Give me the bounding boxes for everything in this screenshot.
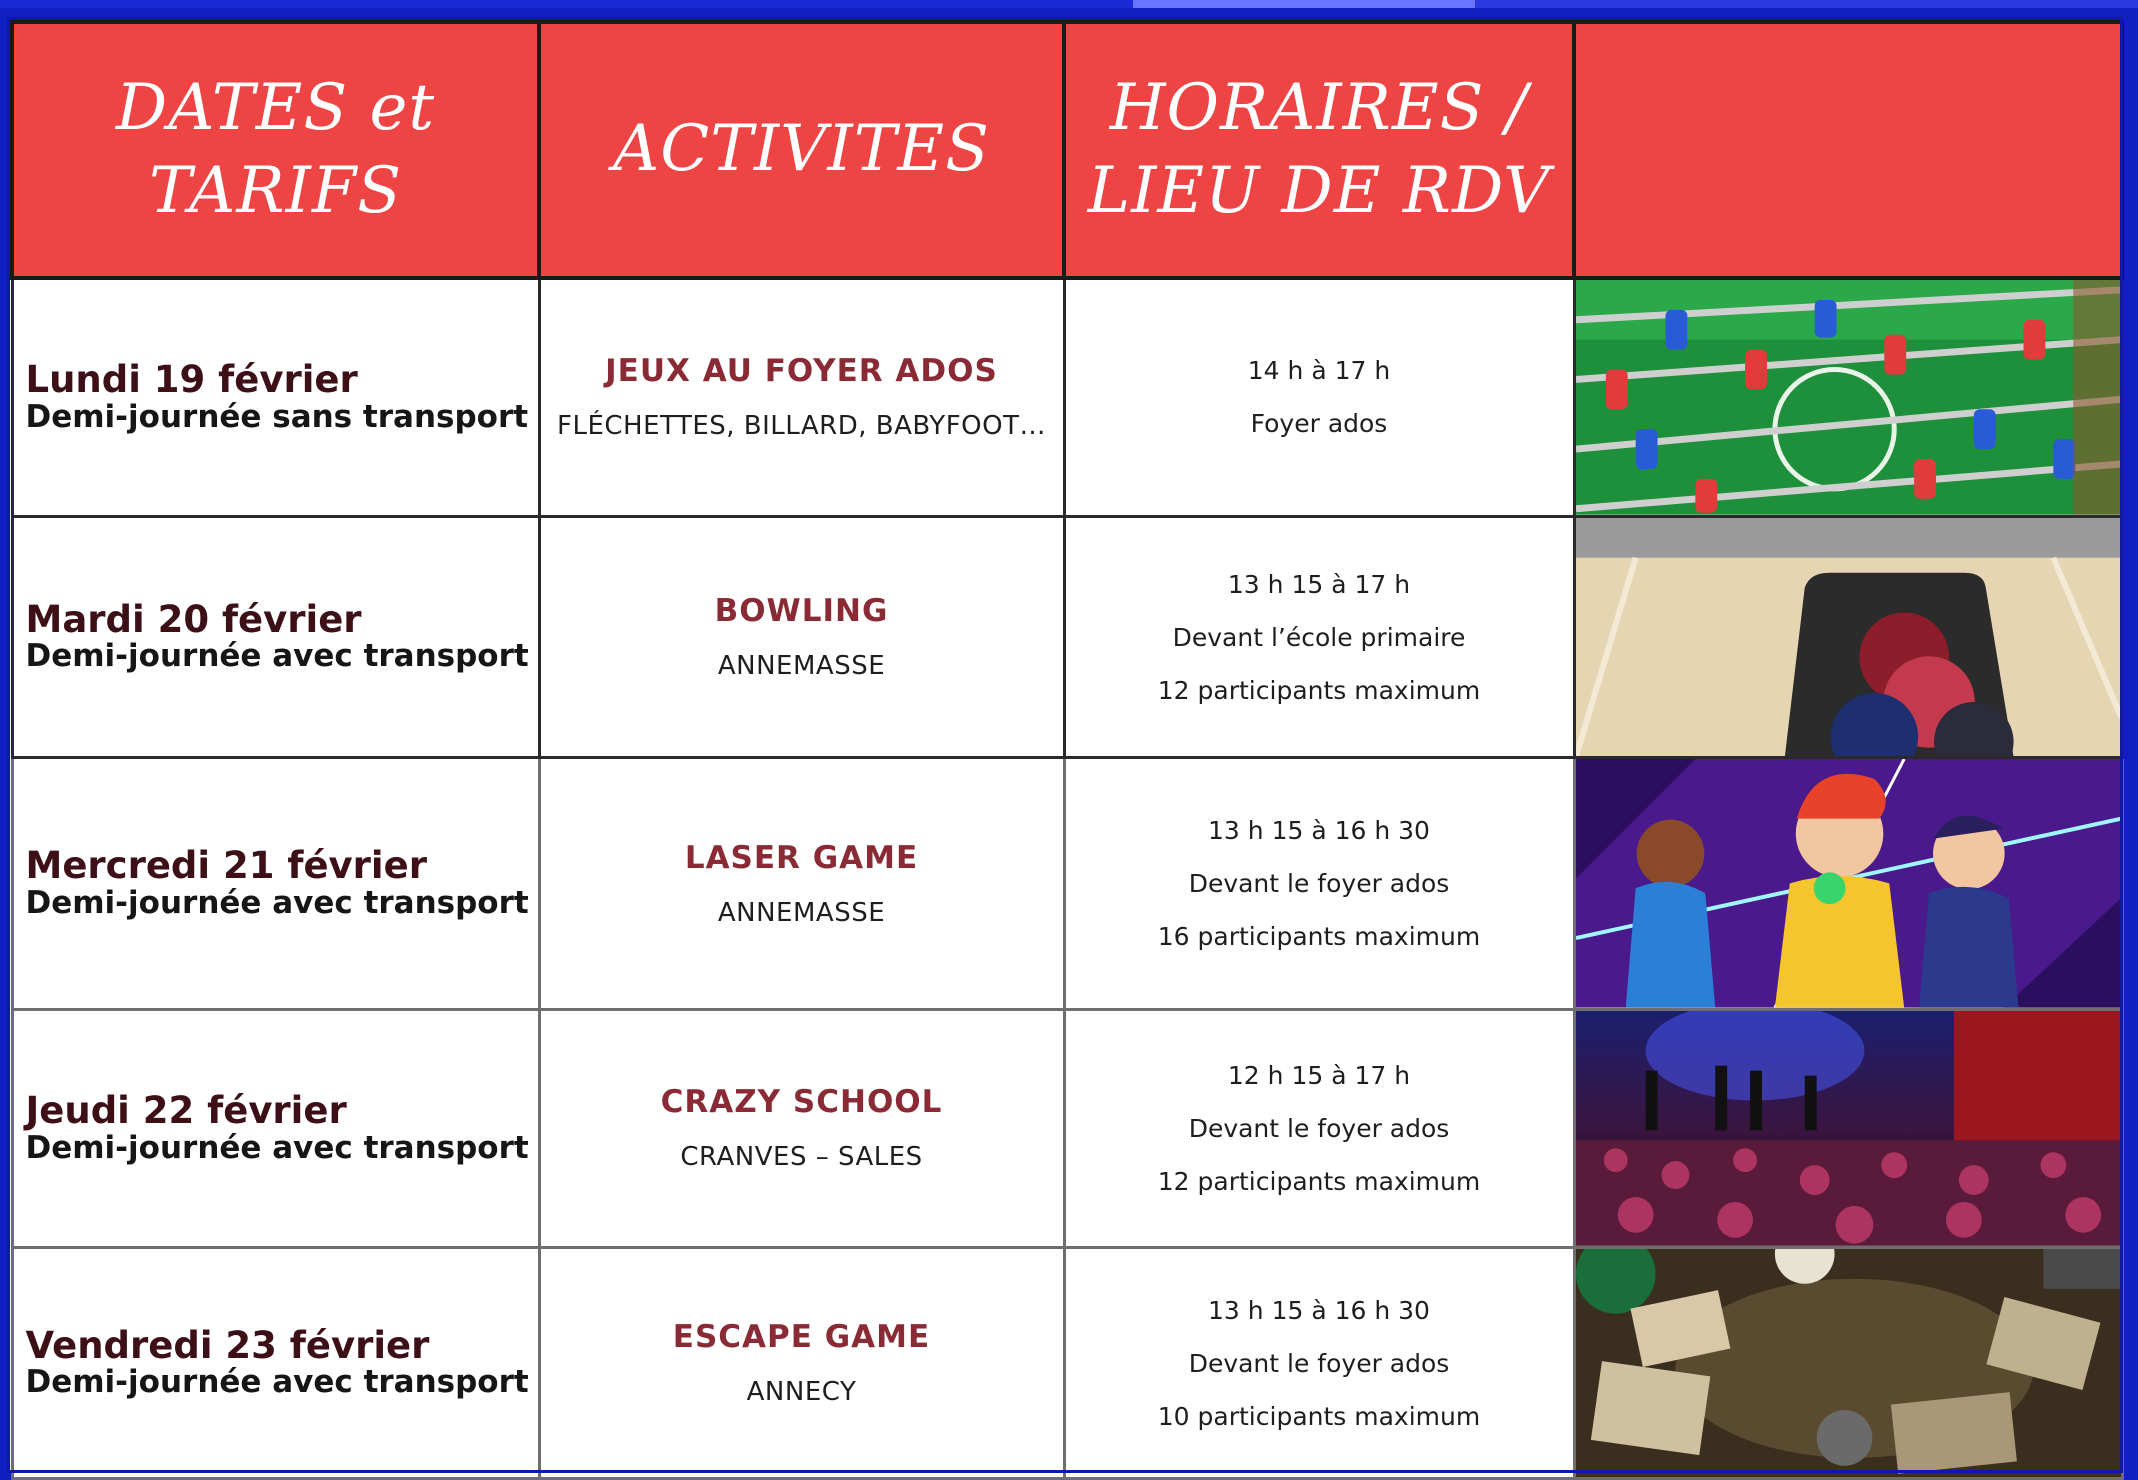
date-cell: Lundi 19 février Demi-journée sans trans… <box>10 276 541 518</box>
activity-title: ESCAPE GAME <box>672 1319 931 1356</box>
time-range: 14 h à 17 h <box>1247 356 1391 386</box>
meeting-point: Devant le foyer ados <box>1188 869 1450 899</box>
day-label: Mercredi 21 février <box>25 844 427 888</box>
schedule-cell: 13 h 15 à 16 h 30 Devant le foyer ados 1… <box>1062 756 1576 1011</box>
day-subtitle: Demi-journée avec transport <box>25 1364 529 1401</box>
schedule-cell: 12 h 15 à 17 h Devant le foyer ados 12 p… <box>1062 1008 1576 1249</box>
activity-cell: LASER GAME ANNEMASSE <box>537 756 1066 1011</box>
header-schedule-line2: LIEU DE RDV <box>1087 154 1551 228</box>
schedule-cell: 13 h 15 à 16 h 30 Devant le foyer ados 1… <box>1062 1245 1576 1480</box>
schedule-frame: DATES et TARIFS ACTIVITES HORAIRES / LIE… <box>7 17 2124 1480</box>
activity-place: ANNEMASSE <box>717 897 886 928</box>
activity-title: BOWLING <box>714 593 889 630</box>
activity-place: ANNECY <box>746 1377 857 1408</box>
day-label: Vendredi 23 février <box>25 1323 430 1367</box>
day-subtitle: Demi-journée avec transport <box>25 885 529 922</box>
date-cell: Jeudi 22 février Demi-journée avec trans… <box>10 1008 541 1249</box>
day-subtitle: Demi-journée sans transport <box>25 398 529 435</box>
time-range: 13 h 15 à 16 h 30 <box>1208 816 1430 846</box>
meeting-point: Devant le foyer ados <box>1188 1348 1450 1378</box>
day-subtitle: Demi-journée avec transport <box>25 638 529 675</box>
time-range: 12 h 15 à 17 h <box>1227 1060 1411 1090</box>
time-range: 13 h 15 à 16 h 30 <box>1208 1295 1430 1325</box>
day-label: Lundi 19 février <box>25 357 358 401</box>
day-subtitle: Demi-journée avec transport <box>25 1129 529 1166</box>
table-row: Lundi 19 février Demi-journée sans trans… <box>10 276 2124 518</box>
activity-title: CRAZY SCHOOL <box>660 1084 943 1121</box>
date-cell: Vendredi 23 février Demi-journée avec tr… <box>10 1245 541 1480</box>
day-label: Mardi 20 février <box>25 597 362 641</box>
activity-title: LASER GAME <box>684 839 919 876</box>
meeting-point: Devant le foyer ados <box>1188 1113 1450 1143</box>
date-cell: Mercredi 21 février Demi-journée avec tr… <box>10 756 541 1011</box>
table-row: Vendredi 23 février Demi-journée avec tr… <box>10 1245 2124 1480</box>
escape-game-photo <box>1572 1245 2124 1480</box>
schedule-cell: 14 h à 17 h Foyer ados <box>1062 276 1576 518</box>
date-cell: Mardi 20 février Demi-journée avec trans… <box>10 514 541 760</box>
header-image <box>1572 20 2124 280</box>
activity-cell: CRAZY SCHOOL CRANVES – SALES <box>537 1008 1066 1249</box>
meeting-point: Devant l’école primaire <box>1172 622 1466 652</box>
activity-title: JEUX AU FOYER ADOS <box>605 353 998 390</box>
ball-pit-photo <box>1572 1008 2124 1249</box>
header-activities: ACTIVITES <box>537 20 1066 280</box>
capacity: 12 participants maximum <box>1157 1166 1481 1196</box>
day-label: Jeudi 22 février <box>25 1088 347 1132</box>
activity-cell: ESCAPE GAME ANNECY <box>537 1245 1066 1480</box>
activity-cell: BOWLING ANNEMASSE <box>537 514 1066 760</box>
activity-place: FLÉCHETTES, BILLARD, BABYFOOT… <box>557 411 1046 442</box>
capacity: 16 participants maximum <box>1157 922 1481 952</box>
table-row: Mardi 20 février Demi-journée avec trans… <box>10 514 2124 760</box>
header-schedule-line1: HORAIRES / <box>1109 70 1529 145</box>
table-row: Mercredi 21 février Demi-journée avec tr… <box>10 756 2124 1011</box>
capacity: 10 participants maximum <box>1157 1401 1481 1431</box>
foosball-photo <box>1572 276 2124 518</box>
table-row: Jeudi 22 février Demi-journée avec trans… <box>10 1008 2124 1249</box>
activity-place: ANNEMASSE <box>717 651 886 682</box>
bowling-photo <box>1572 514 2124 760</box>
header-schedule: HORAIRES / LIEU DE RDV <box>1062 20 1576 280</box>
schedule-cell: 13 h 15 à 17 h Devant l’école primaire 1… <box>1062 514 1576 760</box>
meeting-point: Foyer ados <box>1250 409 1388 439</box>
time-range: 13 h 15 à 17 h <box>1227 569 1411 599</box>
header-dates: DATES et TARIFS <box>10 20 541 280</box>
activity-cell: JEUX AU FOYER ADOS FLÉCHETTES, BILLARD, … <box>537 276 1066 518</box>
activities-table: DATES et TARIFS ACTIVITES HORAIRES / LIE… <box>10 20 2124 1480</box>
capacity: 12 participants maximum <box>1157 675 1481 705</box>
laser-game-illustration <box>1572 756 2124 1011</box>
activity-place: CRANVES – SALES <box>680 1142 923 1173</box>
top-accent-bar <box>0 0 2138 8</box>
header-row: DATES et TARIFS ACTIVITES HORAIRES / LIE… <box>10 20 2124 280</box>
